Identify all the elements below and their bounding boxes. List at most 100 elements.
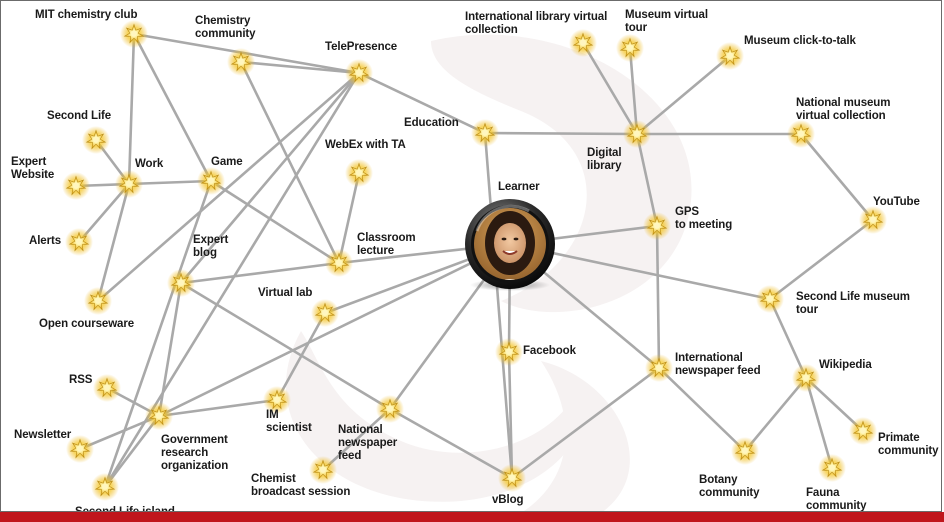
link-natmus-youtube xyxy=(799,132,875,222)
node-expblog[interactable] xyxy=(167,269,195,297)
node-label-vlab: Virtual lab xyxy=(258,287,313,299)
node-core xyxy=(654,223,660,229)
link-diglib-musvt xyxy=(628,46,639,136)
link-gps-intnews xyxy=(655,224,661,370)
node-core xyxy=(208,178,214,184)
link-intnews-vblog xyxy=(510,366,661,480)
node-newsletter[interactable] xyxy=(66,435,94,463)
node-core xyxy=(356,70,362,76)
link-educ-vblog xyxy=(483,131,514,480)
link-gov-im xyxy=(157,398,279,418)
node-primate[interactable] xyxy=(849,417,877,445)
node-alerts[interactable] xyxy=(65,228,93,256)
node-intlib[interactable] xyxy=(569,29,597,57)
link-webex-class xyxy=(337,171,361,265)
link-opencw-work xyxy=(96,182,131,303)
node-sl[interactable] xyxy=(82,126,110,154)
node-label-opencw: Open courseware xyxy=(39,318,135,330)
network-diagram xyxy=(62,20,887,511)
node-slisland[interactable] xyxy=(91,473,119,501)
node-natmus[interactable] xyxy=(787,120,815,148)
node-diglib[interactable] xyxy=(623,120,651,148)
node-label-chem: Chemistry community xyxy=(195,15,256,40)
node-work[interactable] xyxy=(115,170,143,198)
node-label-intnews: International newspaper feed xyxy=(675,352,761,377)
link-learner-gov xyxy=(157,242,512,418)
node-natnews[interactable] xyxy=(376,395,404,423)
node-label-intlib: International library virtual collection xyxy=(465,11,608,36)
node-musvt[interactable] xyxy=(616,34,644,62)
node-vblog[interactable] xyxy=(498,464,526,492)
link-diglib-musctt xyxy=(635,54,732,136)
node-core xyxy=(76,239,82,245)
node-label-tele: TelePresence xyxy=(325,41,398,53)
node-wiki[interactable] xyxy=(792,364,820,392)
link-tele-opencw xyxy=(96,71,361,303)
node-game[interactable] xyxy=(197,167,225,195)
node-slmus[interactable] xyxy=(756,285,784,313)
node-botany[interactable] xyxy=(731,437,759,465)
node-label-slmus: Second Life museum tour xyxy=(796,291,910,316)
node-youtube[interactable] xyxy=(859,206,887,234)
learner-avatar[interactable] xyxy=(463,197,557,291)
node-im[interactable] xyxy=(263,386,291,414)
node-core xyxy=(126,181,132,187)
link-youtube-slmus xyxy=(768,218,875,301)
link-gov-slisland xyxy=(103,414,161,489)
link-natnews-chembc xyxy=(321,407,392,472)
node-class[interactable] xyxy=(325,249,353,277)
nodes-layer xyxy=(62,20,887,501)
node-core xyxy=(482,130,488,136)
node-facebook[interactable] xyxy=(495,338,523,366)
node-chembc[interactable] xyxy=(309,456,337,484)
node-core xyxy=(336,260,342,266)
node-label-expblog: Expert blog xyxy=(193,234,229,259)
node-core xyxy=(320,467,326,473)
node-label-botany: Botany community xyxy=(699,474,760,499)
node-expweb[interactable] xyxy=(62,172,90,200)
node-educ[interactable] xyxy=(471,119,499,147)
node-musctt[interactable] xyxy=(716,42,744,70)
node-core xyxy=(387,406,393,412)
node-core xyxy=(356,170,362,176)
node-core xyxy=(829,465,835,471)
node-mit[interactable] xyxy=(120,20,148,48)
node-webex[interactable] xyxy=(345,159,373,187)
link-vlab-im xyxy=(275,311,327,402)
node-core xyxy=(727,53,733,59)
link-diglib-gps xyxy=(635,132,659,228)
node-label-mit: MIT chemistry club xyxy=(35,9,138,21)
node-label-game: Game xyxy=(211,156,243,168)
link-natnews-vblog xyxy=(388,407,514,480)
node-label-work: Work xyxy=(135,158,164,170)
watermark-shape xyxy=(431,34,692,313)
node-chem[interactable] xyxy=(227,48,255,76)
node-label-rss: RSS xyxy=(69,374,93,386)
node-label-wiki: Wikipedia xyxy=(819,359,872,371)
learner-label: Learner xyxy=(498,181,540,193)
link-mit-work xyxy=(127,32,136,186)
node-vlab[interactable] xyxy=(311,299,339,327)
node-label-expweb: Expert Website xyxy=(11,156,55,181)
node-label-webex: WebEx with TA xyxy=(325,139,406,151)
link-facebook-vblog xyxy=(507,350,514,480)
node-gps[interactable] xyxy=(643,212,671,240)
node-core xyxy=(870,217,876,223)
link-tele-educ xyxy=(357,71,487,135)
link-slmus-wiki xyxy=(768,297,808,380)
node-opencw[interactable] xyxy=(84,287,112,315)
node-rss[interactable] xyxy=(93,374,121,402)
node-fauna[interactable] xyxy=(818,454,846,482)
node-label-fauna: Fauna community xyxy=(806,487,867,512)
node-label-gps: GPS to meeting xyxy=(675,206,733,231)
node-intnews[interactable] xyxy=(645,354,673,382)
node-tele[interactable] xyxy=(345,59,373,87)
node-label-natnews: National newspaper feed xyxy=(338,424,398,462)
node-core xyxy=(860,428,866,434)
node-core xyxy=(274,397,280,403)
link-educ-diglib xyxy=(483,131,639,136)
node-label-vblog: vBlog xyxy=(492,494,524,506)
node-gov[interactable] xyxy=(145,402,173,430)
node-core xyxy=(742,448,748,454)
